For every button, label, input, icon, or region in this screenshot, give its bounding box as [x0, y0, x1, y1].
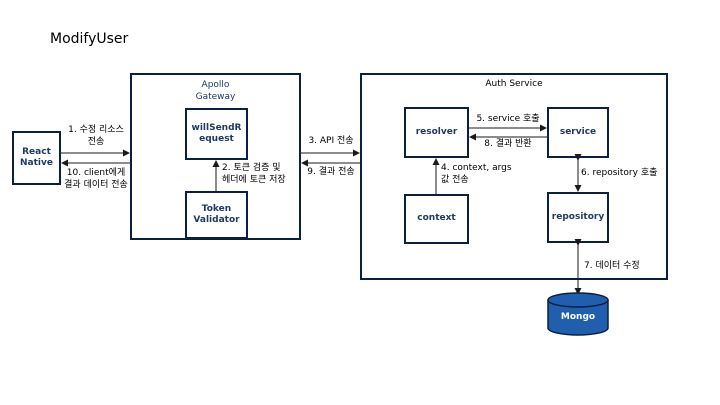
- context-node: [404, 194, 469, 244]
- react-native-label: React Native: [20, 146, 53, 168]
- context-label: context: [417, 213, 456, 224]
- edge-3-label: 3. API 전송: [308, 136, 354, 146]
- edge-8-label: 8. 결과 반환: [484, 139, 532, 149]
- page-title: ModifyUser: [50, 31, 129, 47]
- mongo-database-icon: [547, 292, 609, 336]
- repository-node: [547, 192, 609, 243]
- mongo-label: Mongo: [560, 312, 596, 323]
- edge-6-label: 6. repository 호출: [581, 168, 658, 178]
- edge-1-label: 1. 수정 리소스 전송: [68, 125, 124, 147]
- edge-2-label: 2. 토큰 검증 및 헤더에 토큰 저장: [222, 163, 286, 185]
- edge-9-label: 9. 결과 전송: [307, 167, 355, 177]
- repository-label: repository: [551, 211, 605, 222]
- edge-7-label: 7. 데이터 수정: [584, 261, 640, 271]
- edge-4-label: 4. context, args 값 전송: [441, 163, 512, 185]
- token-validator-node: [185, 191, 248, 239]
- token-validator-label: Token Validator: [193, 203, 240, 225]
- auth-service-title: Auth Service: [485, 79, 543, 89]
- edge-10-label: 10. client에게 결과 데이터 전송: [64, 168, 128, 190]
- react-native-node: [12, 131, 61, 185]
- service-label: service: [559, 126, 597, 137]
- resolver-node: [404, 107, 469, 158]
- apollo-gateway-title: Apollo Gateway: [195, 80, 236, 102]
- will-send-request-node: [185, 108, 248, 160]
- edge-5-label: 5. service 호출: [476, 114, 540, 124]
- resolver-label: resolver: [415, 126, 458, 137]
- will-send-request-label: willSendR equest: [191, 122, 242, 144]
